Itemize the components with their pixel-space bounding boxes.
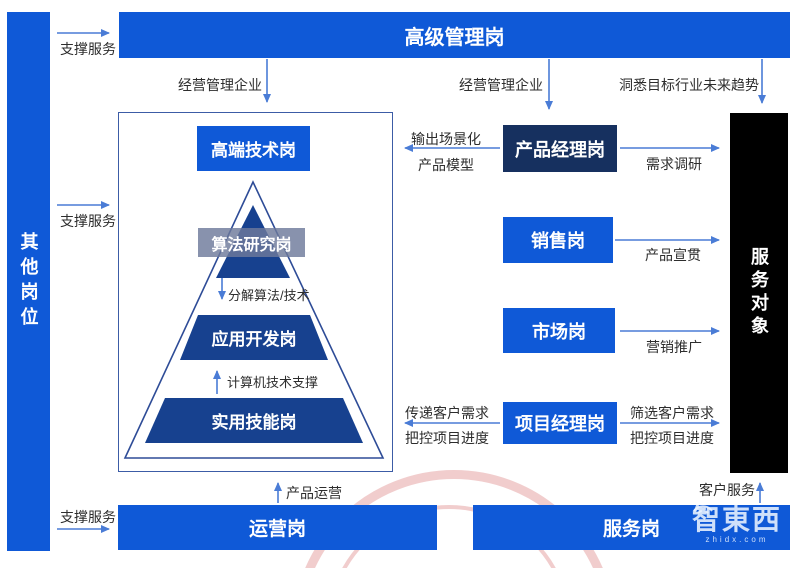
service-target-bar: 服务对象	[730, 113, 788, 473]
sales-label: 销售岗	[531, 231, 585, 251]
app-dev-level: 应用开发岗	[180, 315, 328, 360]
support-top-label: 支撑服务	[60, 41, 116, 57]
high-tech-box: 高端技术岗	[197, 126, 310, 171]
high-tech-label: 高端技术岗	[211, 141, 296, 160]
customer-service-label: 客户服务	[699, 482, 755, 498]
zhidx-watermark: 智東西 zhidx.com	[684, 505, 790, 545]
project-manager-box: 项目经理岗	[503, 402, 617, 444]
product-manager-label: 产品经理岗	[515, 139, 605, 160]
app-dev-label: 应用开发岗	[211, 330, 297, 349]
wifi-icon	[693, 505, 713, 514]
service-bar: 服务岗	[473, 505, 790, 550]
support-mid-label: 支撑服务	[60, 213, 116, 229]
decompose-label: 分解算法/技术	[228, 288, 310, 303]
manage-enterprise-left-label: 经营管理企业	[178, 77, 262, 93]
marketing-label: 市场岗	[532, 321, 586, 342]
output-scene-line2: 产品模型	[418, 157, 474, 173]
filter-demand-line2: 把控项目进度	[630, 430, 714, 446]
other-positions-bar: 其他岗位	[7, 12, 50, 551]
other-positions-label: 其他岗位	[18, 231, 39, 332]
service-target-label: 服务对象	[749, 247, 769, 339]
output-scene-line1: 输出场景化	[411, 131, 481, 147]
demand-research-label: 需求调研	[646, 156, 702, 172]
deliver-demand-line1: 传递客户需求	[405, 405, 489, 421]
product-operation-label: 产品运营	[286, 485, 342, 501]
marketing-box: 市场岗	[503, 308, 615, 353]
senior-management-bar: 高级管理岗	[119, 12, 790, 58]
algorithm-research-level: 算法研究岗	[198, 228, 305, 257]
support-bottom-label: 支撑服务	[60, 509, 116, 525]
practical-skills-label: 实用技能岗	[211, 413, 297, 432]
output-scene-label: 输出场景化 产品模型	[396, 126, 496, 178]
filter-demand-label: 筛选客户需求 把控项目进度	[617, 401, 727, 451]
computer-support-label: 计算机技术支撑	[227, 375, 319, 390]
industry-insight-label: 洞悉目标行业未来趋势	[619, 77, 759, 93]
zhidx-brand-text: 智東西	[691, 504, 782, 535]
product-promotion-label: 产品宣贯	[645, 247, 701, 263]
manage-enterprise-right-label: 经营管理企业	[459, 77, 543, 93]
sales-box: 销售岗	[503, 217, 613, 263]
deliver-demand-line2: 把控项目进度	[405, 430, 489, 446]
algorithm-research-label: 算法研究岗	[211, 236, 292, 254]
marketing-promotion-label: 营销推广	[646, 339, 702, 355]
operations-bar: 运营岗	[118, 505, 437, 550]
practical-skills-level: 实用技能岗	[145, 398, 363, 443]
zhidx-domain-text: zhidx.com	[705, 535, 769, 544]
filter-demand-line1: 筛选客户需求	[630, 405, 714, 421]
senior-management-label: 高级管理岗	[404, 26, 505, 49]
service-label: 服务岗	[602, 519, 660, 540]
product-manager-box: 产品经理岗	[503, 125, 617, 172]
project-manager-label: 项目经理岗	[515, 414, 605, 434]
operations-label: 运营岗	[248, 519, 306, 540]
deliver-demand-label: 传递客户需求 把控项目进度	[392, 401, 502, 451]
